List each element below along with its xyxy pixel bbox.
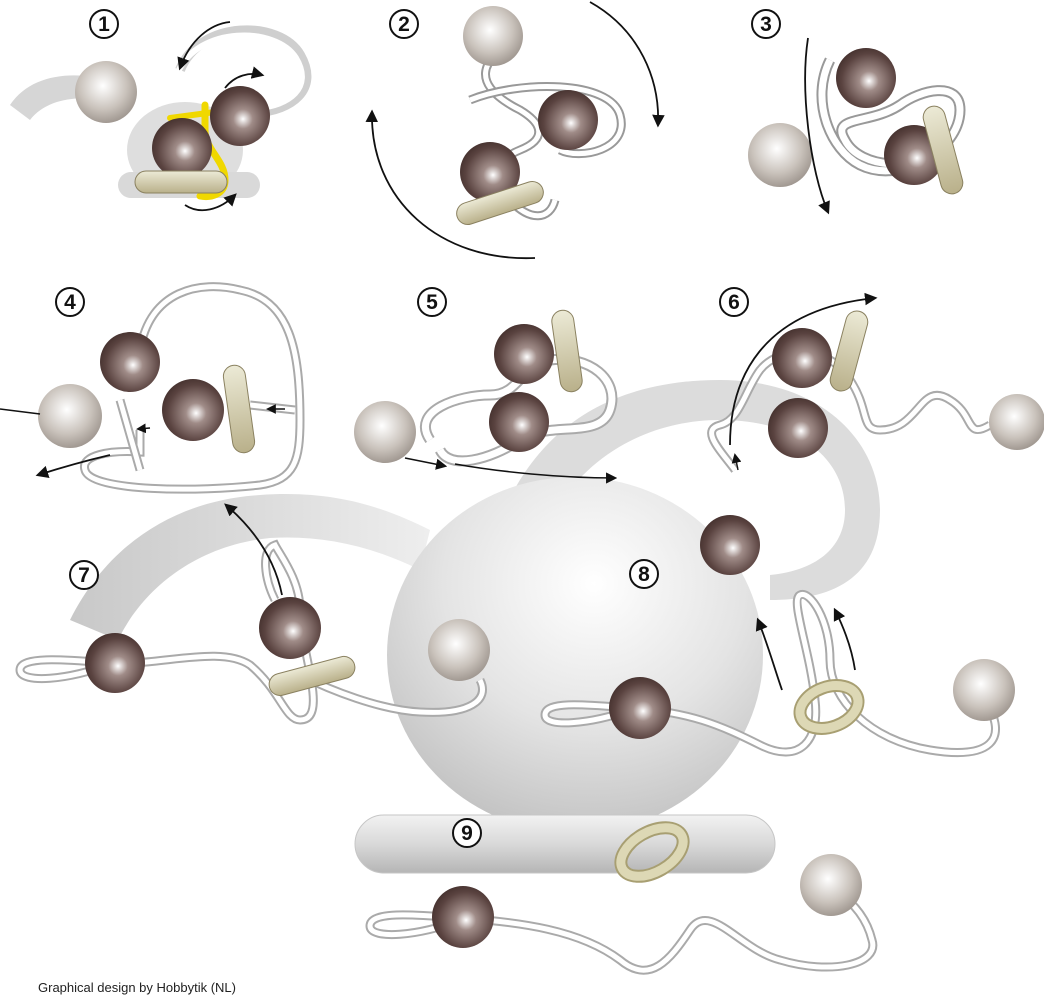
light-ball — [75, 61, 137, 123]
peg — [550, 309, 583, 393]
light-ball — [38, 384, 102, 448]
dark-ball — [494, 324, 554, 384]
step-badge-3: 3 — [752, 10, 780, 38]
dark-ball — [432, 886, 494, 948]
svg-text:3: 3 — [760, 13, 772, 36]
svg-text:5: 5 — [426, 291, 438, 314]
peg — [828, 309, 870, 394]
step-badge-2: 2 — [390, 10, 418, 38]
dark-ball — [100, 332, 160, 392]
svg-text:2: 2 — [398, 13, 410, 36]
dark-ball — [836, 48, 896, 108]
light-ball — [989, 394, 1044, 450]
svg-text:6: 6 — [728, 291, 740, 314]
step-badge-1: 1 — [90, 10, 118, 38]
light-ball — [354, 401, 416, 463]
step-2-figure — [372, 2, 658, 258]
light-ball — [463, 6, 523, 66]
svg-text:7: 7 — [78, 564, 90, 587]
step-badge-5: 5 — [418, 288, 446, 316]
design-credit: Graphical design by Hobbytik (NL) — [38, 980, 236, 995]
frame-base-bar — [355, 815, 775, 873]
dark-ball — [85, 633, 145, 693]
svg-text:4: 4 — [64, 291, 76, 314]
dark-ball — [768, 398, 828, 458]
dark-ball — [772, 328, 832, 388]
svg-text:9: 9 — [461, 822, 473, 845]
frame-swoosh-left — [70, 494, 430, 640]
dark-ball — [700, 515, 760, 575]
light-ball — [748, 123, 812, 187]
step-3-figure — [748, 38, 965, 212]
dark-ball — [259, 597, 321, 659]
peg — [135, 171, 227, 193]
light-ball — [953, 659, 1015, 721]
light-ball — [800, 854, 862, 916]
step-badge-7: 7 — [70, 561, 98, 589]
dark-ball — [152, 118, 212, 178]
step-1-figure — [10, 22, 306, 210]
svg-text:1: 1 — [98, 13, 110, 36]
dark-ball — [538, 90, 598, 150]
light-ball — [428, 619, 490, 681]
step-badge-4: 4 — [56, 288, 84, 316]
svg-text:8: 8 — [638, 563, 650, 586]
step-badge-8: 8 — [630, 560, 658, 588]
dark-ball — [210, 86, 270, 146]
dark-ball — [162, 379, 224, 441]
dark-ball — [609, 677, 671, 739]
step-badge-6: 6 — [720, 288, 748, 316]
step-badge-9: 9 — [453, 819, 481, 847]
step-4-figure — [0, 287, 300, 490]
dark-ball — [489, 392, 549, 452]
